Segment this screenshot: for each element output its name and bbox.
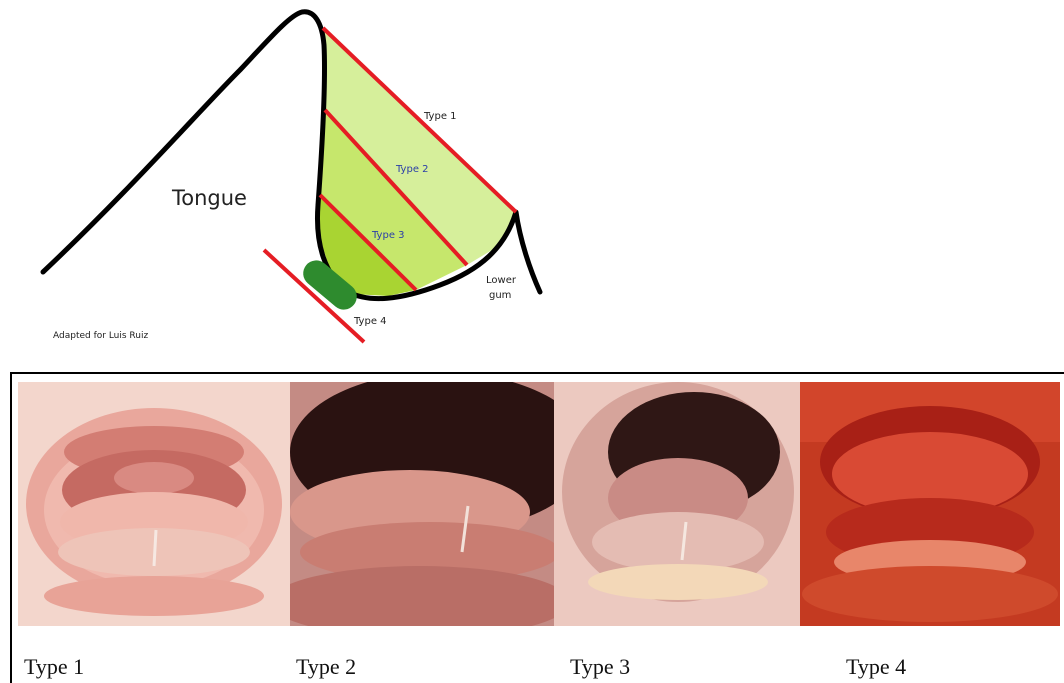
caption-type-2: Type 2 [296,654,356,680]
caption-type-4: Type 4 [846,654,906,680]
photo-type-2 [290,382,554,626]
photo-panel: Type 1 Type 2 Type 3 Type 4 [10,372,1064,683]
credit-label: Adapted for Luis Ruiz [53,331,148,341]
tongue-tie-diagram: Tongue Type 1 Type 2 Type 3 Type 4 Lower… [0,0,1064,370]
zone-label-type-2: Type 2 [395,164,429,175]
zone-label-type-4: Type 4 [353,316,387,327]
photo-type-3 [554,382,800,626]
lower-gum-label-line2: gum [489,290,511,301]
caption-type-1: Type 1 [24,654,84,680]
tongue-label: Tongue [171,186,247,210]
photo-type-4 [800,382,1060,626]
caption-type-3: Type 3 [570,654,630,680]
lower-gum-label-line1: Lower [486,275,517,286]
zone-label-type-3: Type 3 [371,230,405,241]
photo-type-1 [18,382,290,626]
zone-label-type-1: Type 1 [423,111,457,122]
